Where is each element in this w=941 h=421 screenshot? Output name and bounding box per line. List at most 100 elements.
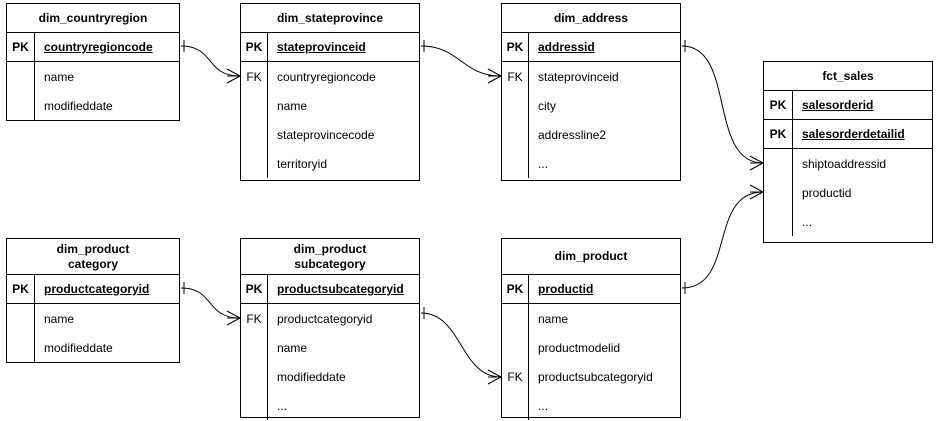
relationship-stateprovince-to-address[interactable] — [420, 40, 502, 84]
key-column-empty — [241, 149, 268, 178]
attribute-row[interactable]: ... — [764, 207, 932, 236]
attribute-row[interactable]: addressline2 — [502, 120, 680, 149]
attribute-row[interactable]: stateprovincecode — [241, 120, 419, 149]
attribute-row[interactable]: PK addressid — [502, 33, 680, 62]
attribute-name: productid — [538, 282, 594, 296]
relationship-line — [420, 312, 502, 378]
attribute-name: ... — [277, 398, 288, 413]
attribute-name: name — [44, 69, 75, 84]
attribute-row[interactable]: modifieddate — [7, 333, 179, 362]
attribute-name: salesorderid — [802, 98, 874, 112]
attribute-row[interactable]: name — [241, 333, 419, 362]
cardinality-many-marker — [226, 68, 241, 77]
primary-key-badge: PK — [502, 275, 529, 303]
relationship-line — [681, 45, 764, 164]
foreign-key-badge: FK — [241, 62, 268, 91]
cardinality-many-marker — [749, 155, 764, 164]
primary-key-badge: PK — [241, 275, 268, 303]
attribute-name: stateprovinceid — [277, 40, 366, 54]
attribute-name: name — [538, 311, 569, 326]
attribute-row[interactable]: name — [7, 62, 179, 91]
relationship-productcategory-to-subcategory[interactable] — [180, 282, 241, 326]
entity-title-line: dim_countryregion — [38, 10, 148, 25]
attribute-row[interactable]: modifieddate — [7, 91, 179, 120]
key-column-empty — [241, 91, 268, 120]
key-column-empty — [764, 178, 793, 207]
attribute-name: productmodelid — [538, 340, 621, 355]
attribute-row[interactable]: PK productid — [502, 275, 680, 304]
attribute-name: ... — [802, 214, 813, 229]
entity-title-line: fct_sales — [822, 68, 874, 83]
key-column-empty — [502, 304, 529, 333]
attribute-name: addressid — [538, 40, 595, 54]
entity-title-line: dim_product — [554, 249, 628, 263]
entity-title-dim_countryregion: dim_countryregion — [7, 4, 179, 33]
attribute-row[interactable]: PK salesorderdetailid — [764, 120, 932, 149]
cardinality-many-marker — [226, 317, 241, 326]
attribute-name: productid — [802, 185, 852, 200]
relationship-countryregion-to-stateprovince[interactable] — [180, 40, 241, 84]
attribute-row[interactable]: name — [502, 304, 680, 333]
relationship-subcategory-to-product[interactable] — [420, 307, 502, 385]
attribute-name: name — [277, 98, 308, 113]
attribute-name: name — [277, 340, 308, 355]
attribute-row[interactable]: PK productsubcategoryid — [241, 275, 419, 304]
relationship-address-to-sales[interactable] — [681, 40, 764, 171]
attribute-name: ... — [538, 398, 549, 413]
cardinality-many-marker — [226, 75, 241, 84]
entity-title-line: dim_product — [293, 241, 367, 256]
key-column-empty — [502, 120, 529, 149]
attribute-row[interactable]: city — [502, 91, 680, 120]
attribute-row[interactable]: modifieddate — [241, 362, 419, 391]
relationship-product-to-sales[interactable] — [681, 184, 764, 294]
attribute-row[interactable]: ... — [241, 391, 419, 420]
entity-title-line: subcategory — [294, 256, 366, 271]
key-column-empty — [241, 333, 268, 362]
attribute-row[interactable]: territoryid — [241, 149, 419, 178]
attribute-row[interactable]: name — [7, 304, 179, 333]
entity-title-fct_sales: fct_sales — [764, 62, 932, 91]
attribute-row[interactable]: name — [241, 91, 419, 120]
key-column-empty — [241, 362, 268, 391]
key-column-empty — [502, 391, 529, 420]
attribute-row[interactable]: ... — [502, 391, 680, 420]
attribute-name: territoryid — [277, 156, 328, 171]
cardinality-many-marker — [487, 376, 502, 385]
attribute-name: productsubcategoryid — [277, 282, 404, 296]
primary-key-badge: PK — [241, 33, 268, 61]
attribute-row[interactable]: productmodelid — [502, 333, 680, 362]
attribute-name: city — [538, 98, 556, 113]
primary-key-badge: PK — [502, 33, 529, 61]
key-column-empty — [241, 391, 268, 420]
attribute-row[interactable]: shiptoaddressid — [764, 149, 932, 178]
relationship-line — [180, 45, 241, 77]
primary-key-badge: PK — [764, 120, 793, 148]
cardinality-many-marker — [749, 191, 764, 200]
entity-title-line: dim_address — [553, 10, 629, 25]
attribute-row[interactable]: ... — [502, 149, 680, 178]
key-column-empty — [7, 304, 35, 333]
relationship-line — [420, 45, 502, 77]
primary-key-badge: PK — [7, 33, 35, 61]
attribute-name: salesorderdetailid — [802, 127, 905, 141]
attribute-name: stateprovinceid — [538, 69, 619, 84]
attribute-row[interactable]: PK stateprovinceid — [241, 33, 419, 62]
attribute-name: name — [44, 311, 75, 326]
attribute-row[interactable]: productid — [764, 178, 932, 207]
